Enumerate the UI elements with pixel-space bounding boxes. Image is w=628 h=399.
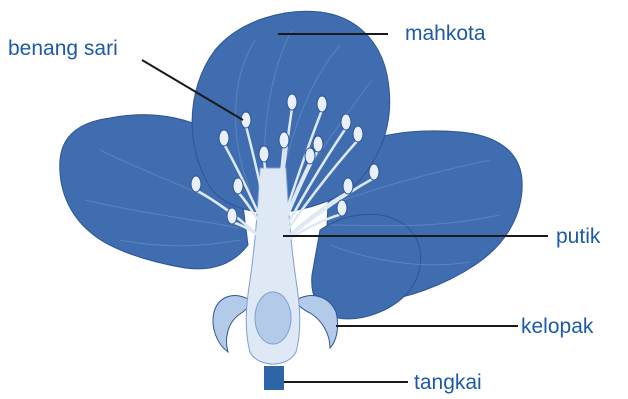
anther [353, 126, 363, 142]
anther [287, 94, 297, 110]
anther [191, 176, 201, 192]
anther [279, 132, 289, 148]
label-putik: putik [556, 226, 600, 247]
anther [317, 96, 327, 112]
anther [233, 178, 243, 194]
anther [369, 164, 379, 180]
label-kelopak: kelopak [521, 316, 593, 337]
label-benang-sari: benang sari [8, 38, 118, 59]
anther [219, 130, 229, 146]
anther [227, 208, 237, 224]
sepal-left [213, 296, 250, 352]
anther [343, 178, 353, 194]
anther [305, 148, 315, 164]
anther [313, 136, 323, 152]
anther [337, 200, 347, 216]
ovary [255, 292, 291, 344]
anther [259, 146, 269, 162]
anther [341, 114, 351, 130]
label-mahkota: mahkota [405, 23, 486, 44]
stalk [264, 366, 284, 390]
label-tangkai: tangkai [414, 372, 482, 393]
